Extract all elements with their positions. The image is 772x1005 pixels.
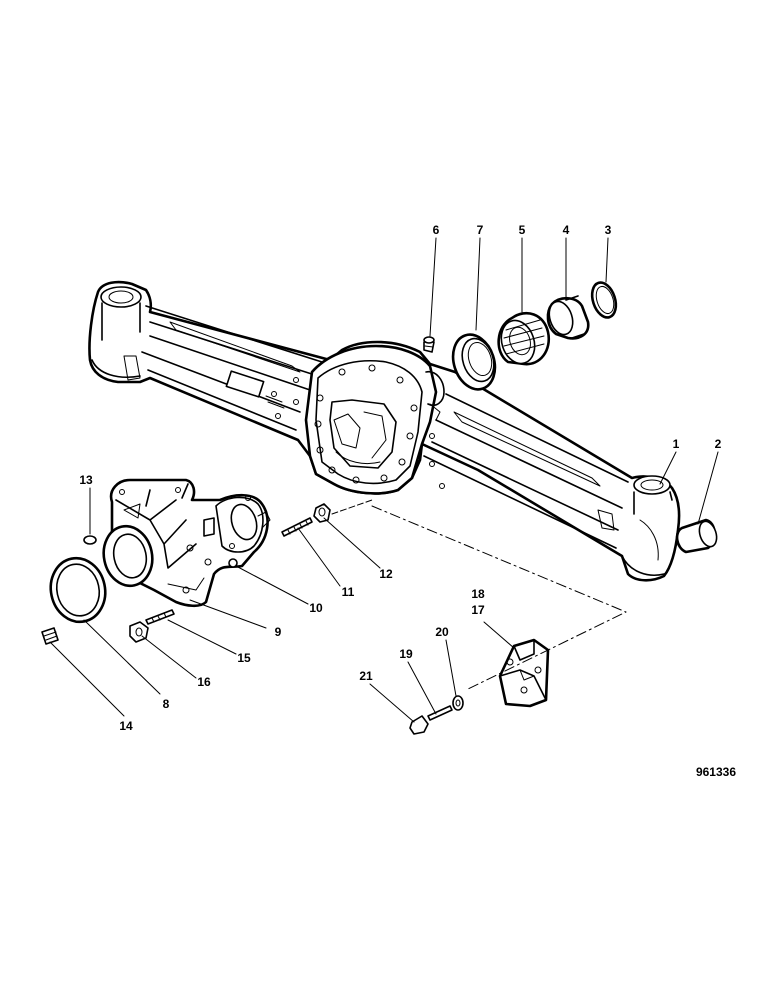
callout-9: 9 bbox=[275, 625, 282, 639]
seal-part-8 bbox=[49, 556, 107, 624]
callout-2: 2 bbox=[715, 437, 722, 451]
callout-6: 6 bbox=[433, 223, 440, 237]
nut-part-12 bbox=[313, 503, 331, 523]
callout-21: 21 bbox=[359, 669, 373, 683]
dowel-part-13 bbox=[83, 535, 97, 545]
callout-11: 11 bbox=[342, 585, 355, 599]
callout-19: 19 bbox=[399, 647, 413, 661]
assembly-lines bbox=[331, 499, 627, 691]
callout-7: 7 bbox=[477, 223, 484, 237]
nut-part-21 bbox=[409, 715, 429, 735]
axle-housing bbox=[88, 280, 681, 582]
washer-part-20 bbox=[452, 695, 464, 711]
plug-part-10 bbox=[228, 558, 238, 568]
bracket-part-17 bbox=[498, 638, 550, 708]
figure-number: 961336 bbox=[696, 765, 736, 779]
bolt-part-19 bbox=[427, 705, 453, 721]
callout-12: 12 bbox=[379, 567, 393, 581]
stud-part-15 bbox=[145, 609, 175, 625]
bearing-ring-part-4 bbox=[546, 295, 590, 340]
callout-3: 3 bbox=[605, 223, 612, 237]
callout-5: 5 bbox=[519, 223, 526, 237]
callout-1: 1 bbox=[673, 437, 680, 451]
callout-14: 14 bbox=[119, 719, 133, 733]
circlip-part-3 bbox=[590, 281, 618, 319]
hub-carrier-part-9 bbox=[102, 478, 271, 608]
callout-8: 8 bbox=[163, 697, 170, 711]
breather-plug-part-6 bbox=[423, 336, 435, 353]
plug-part-14 bbox=[41, 627, 59, 645]
callout-13: 13 bbox=[79, 473, 93, 487]
callout-16: 16 bbox=[197, 675, 211, 689]
callout-18: 18 bbox=[471, 587, 485, 601]
callout-15: 15 bbox=[237, 651, 251, 665]
bush-part-5 bbox=[497, 311, 551, 366]
stud-part-11 bbox=[281, 517, 313, 537]
callout-10: 10 bbox=[309, 601, 323, 615]
callout-4: 4 bbox=[563, 223, 570, 237]
callout-17: 17 bbox=[471, 603, 485, 617]
pin-part-2 bbox=[675, 518, 718, 554]
leader-lines bbox=[49, 237, 719, 723]
callout-labels: 6 7 5 4 3 1 2 13 8 9 10 11 12 14 15 16 1… bbox=[79, 223, 736, 779]
callout-20: 20 bbox=[435, 625, 449, 639]
seal-part-7 bbox=[451, 333, 497, 391]
